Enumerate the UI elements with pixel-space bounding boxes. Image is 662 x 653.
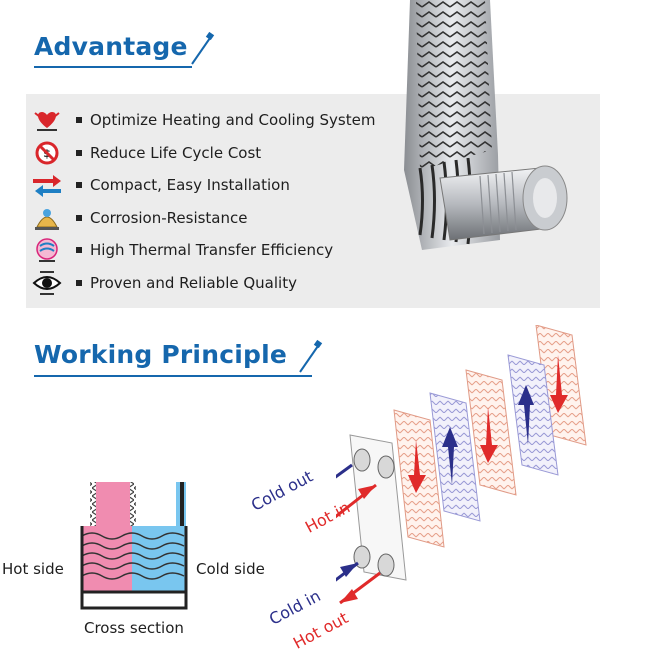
heat-exchanger-cutaway-image (404, 0, 568, 250)
thermal-transfer-icon (30, 237, 64, 263)
advantage-item: Compact, Easy Installation (30, 172, 290, 198)
no-cost-icon: $ (30, 140, 64, 166)
working-principle-title: Working Principle (34, 340, 288, 369)
advantage-item: Corrosion-Resistance (30, 205, 247, 231)
pen-icon (191, 31, 215, 65)
advantage-item: Optimize Heating and Cooling System (30, 107, 375, 133)
advantage-item: Proven and Reliable Quality (30, 270, 297, 296)
hot-side-label: Hot side (2, 560, 64, 578)
bullet (76, 215, 82, 221)
advantage-title: Advantage (34, 32, 188, 61)
advantage-label: High Thermal Transfer Efficiency (90, 241, 334, 259)
heating-cooling-icon (30, 107, 64, 133)
bullet (76, 117, 82, 123)
corrosion-shield-icon (30, 205, 64, 231)
advantage-label: Optimize Heating and Cooling System (90, 111, 376, 129)
exploded-plates-diagram (336, 325, 587, 605)
bullet (76, 150, 82, 156)
cold-out-label: Cold out (248, 466, 316, 515)
advantage-item: $ Reduce Life Cycle Cost (30, 140, 261, 166)
bullet (76, 280, 82, 286)
advantage-label: Proven and Reliable Quality (90, 274, 297, 292)
quality-eye-icon (30, 270, 64, 296)
cross-section-diagram (80, 482, 188, 610)
working-principle-title-underline (34, 375, 312, 377)
advantage-label: Corrosion-Resistance (90, 209, 248, 227)
advantage-title-underline (34, 66, 192, 68)
bullet (76, 182, 82, 188)
advantage-label: Reduce Life Cycle Cost (90, 144, 262, 162)
pen-icon (299, 339, 323, 373)
advantage-item: High Thermal Transfer Efficiency (30, 237, 333, 263)
advantage-label: Compact, Easy Installation (90, 176, 290, 194)
cross-section-caption: Cross section (84, 619, 184, 637)
compact-arrows-icon (30, 172, 64, 198)
bullet (76, 247, 82, 253)
cold-side-label: Cold side (196, 560, 265, 578)
